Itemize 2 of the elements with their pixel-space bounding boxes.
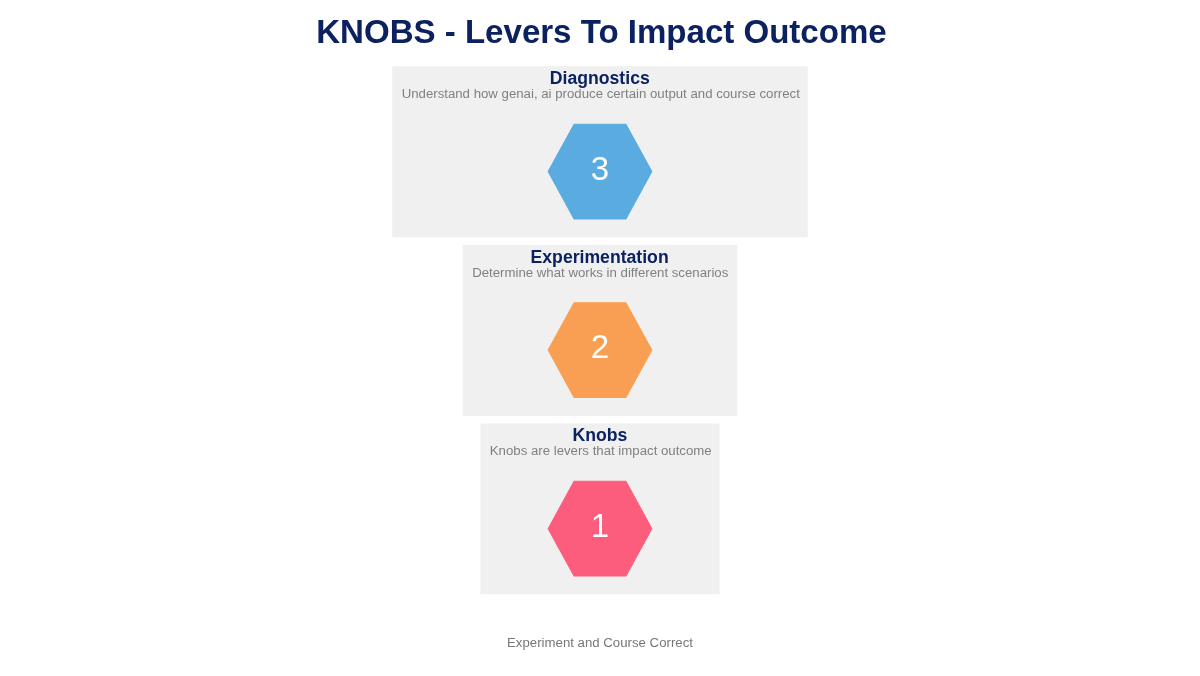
diagram-title: KNOBS - Levers To Impact Outcome	[316, 12, 887, 50]
label: Experiment and Course Correct	[507, 634, 693, 650]
